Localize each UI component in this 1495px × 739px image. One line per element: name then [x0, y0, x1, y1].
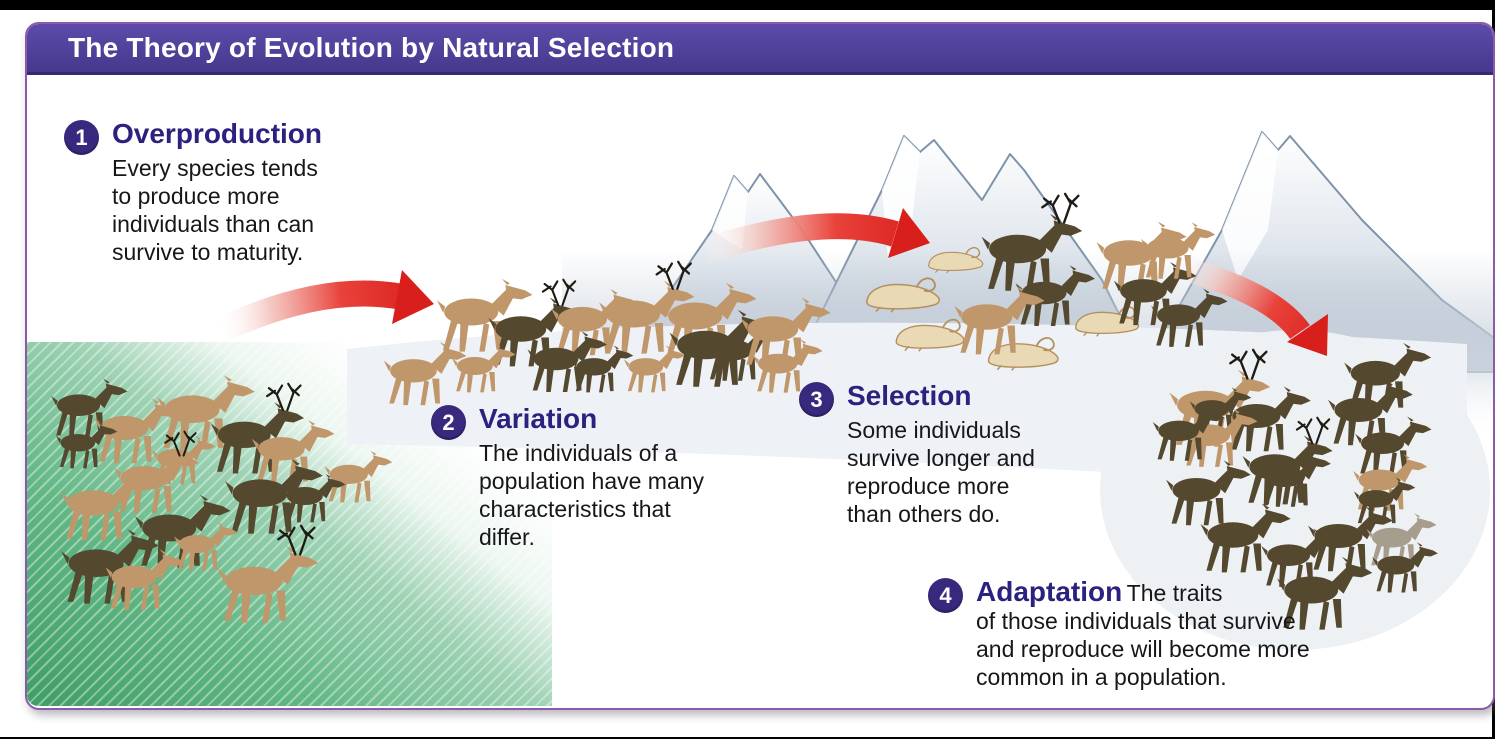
arrow-selection-to-adaptation — [1173, 255, 1328, 356]
deer-tan — [954, 285, 1045, 355]
deer-tan-antlered — [217, 524, 319, 623]
deer-gray — [1366, 513, 1437, 567]
step-1-badge: 1 — [64, 120, 99, 155]
diagram-title: The Theory of Evolution by Natural Selec… — [68, 32, 675, 63]
step-4-badge: 4 — [928, 578, 963, 613]
step-3-body: Some individuals survive longer and repr… — [847, 417, 1035, 527]
title-bar: The Theory of Evolution by Natural Selec… — [27, 24, 1493, 75]
herd-overproduction — [51, 375, 393, 623]
antlers-icon — [1295, 416, 1331, 445]
step-4-heading: Adaptation — [976, 576, 1123, 607]
deer-dark-antlered — [210, 382, 305, 474]
antlers-icon — [1041, 192, 1080, 224]
step-3-badge: 3 — [799, 382, 834, 417]
deer-dark — [282, 473, 346, 523]
deer-dark — [1151, 288, 1228, 347]
deer-dark — [1166, 460, 1251, 526]
step-2-body: The individuals of a population have man… — [479, 440, 705, 550]
antlers-icon — [277, 524, 316, 556]
deer-tan — [105, 549, 185, 610]
deer-dark — [1152, 405, 1225, 461]
deer-tan-antlered — [114, 430, 199, 514]
herd-selection — [866, 192, 1228, 371]
deer-dark — [1200, 503, 1291, 573]
antlers-icon — [1229, 348, 1268, 380]
deer-tan — [60, 471, 151, 541]
fallen-deer — [895, 318, 965, 352]
antlers-icon — [164, 430, 197, 457]
deer-tan — [324, 450, 393, 503]
fallen-deer — [866, 277, 940, 313]
deer-tan — [740, 297, 831, 367]
fallen-deer — [1075, 306, 1140, 337]
step-overproduction: 1 Overproduction Every species tends to … — [64, 118, 392, 266]
deer-dark — [225, 459, 323, 534]
antlers-icon — [541, 278, 577, 307]
step-2-heading: Variation — [479, 403, 598, 434]
deer-dark — [1258, 451, 1331, 507]
deer-dark — [1355, 416, 1432, 475]
deer-dark — [1328, 380, 1413, 446]
deer-dark — [527, 331, 607, 392]
deer-dark-antlered — [981, 192, 1083, 291]
fallen-deer — [928, 247, 984, 274]
arrow-overproduction-to-variation — [211, 270, 434, 344]
deer-tan — [1141, 222, 1216, 279]
deer-dark — [1353, 477, 1416, 525]
deer-dark — [1226, 386, 1311, 452]
step-selection: 3 Selection Some individuals survive lon… — [799, 380, 1137, 528]
deer-dark — [55, 421, 118, 469]
deer-tan — [94, 398, 179, 464]
herd-variation — [383, 260, 831, 406]
step-1-heading: Overproduction — [112, 118, 323, 149]
deer-dark — [571, 345, 634, 393]
deer-tan — [623, 345, 686, 393]
deer-dark — [1372, 542, 1438, 593]
deer-tan — [251, 419, 335, 484]
deer-dark — [51, 378, 128, 437]
deer-herds-layer — [51, 192, 1438, 630]
deer-dark — [1277, 556, 1373, 630]
deer-tan — [383, 341, 467, 406]
step-3-heading: Selection — [847, 380, 972, 411]
step-1-body: Every species tends to produce more indi… — [112, 155, 318, 265]
deer-tan — [752, 339, 823, 393]
deer-tan-antlered — [599, 260, 695, 354]
antlers-icon — [655, 260, 692, 290]
antlers-icon — [266, 382, 302, 412]
step-adaptation: 4 Adaptation The traits of those individ… — [928, 576, 1310, 691]
flow-arrows — [211, 208, 1328, 356]
deer-dark — [1261, 528, 1338, 587]
step-4-body: The traits of those individuals that sur… — [976, 580, 1310, 690]
deer-tan — [174, 521, 238, 571]
deer-tan — [452, 343, 516, 393]
herd-adaptation — [1152, 342, 1438, 630]
step-variation: 2 Variation The individuals of a populat… — [431, 403, 789, 551]
arrow-variation-to-selection — [697, 208, 930, 265]
diagram-frame: The Theory of Evolution by Natural Selec… — [25, 22, 1495, 710]
step-2-badge: 2 — [431, 405, 466, 440]
